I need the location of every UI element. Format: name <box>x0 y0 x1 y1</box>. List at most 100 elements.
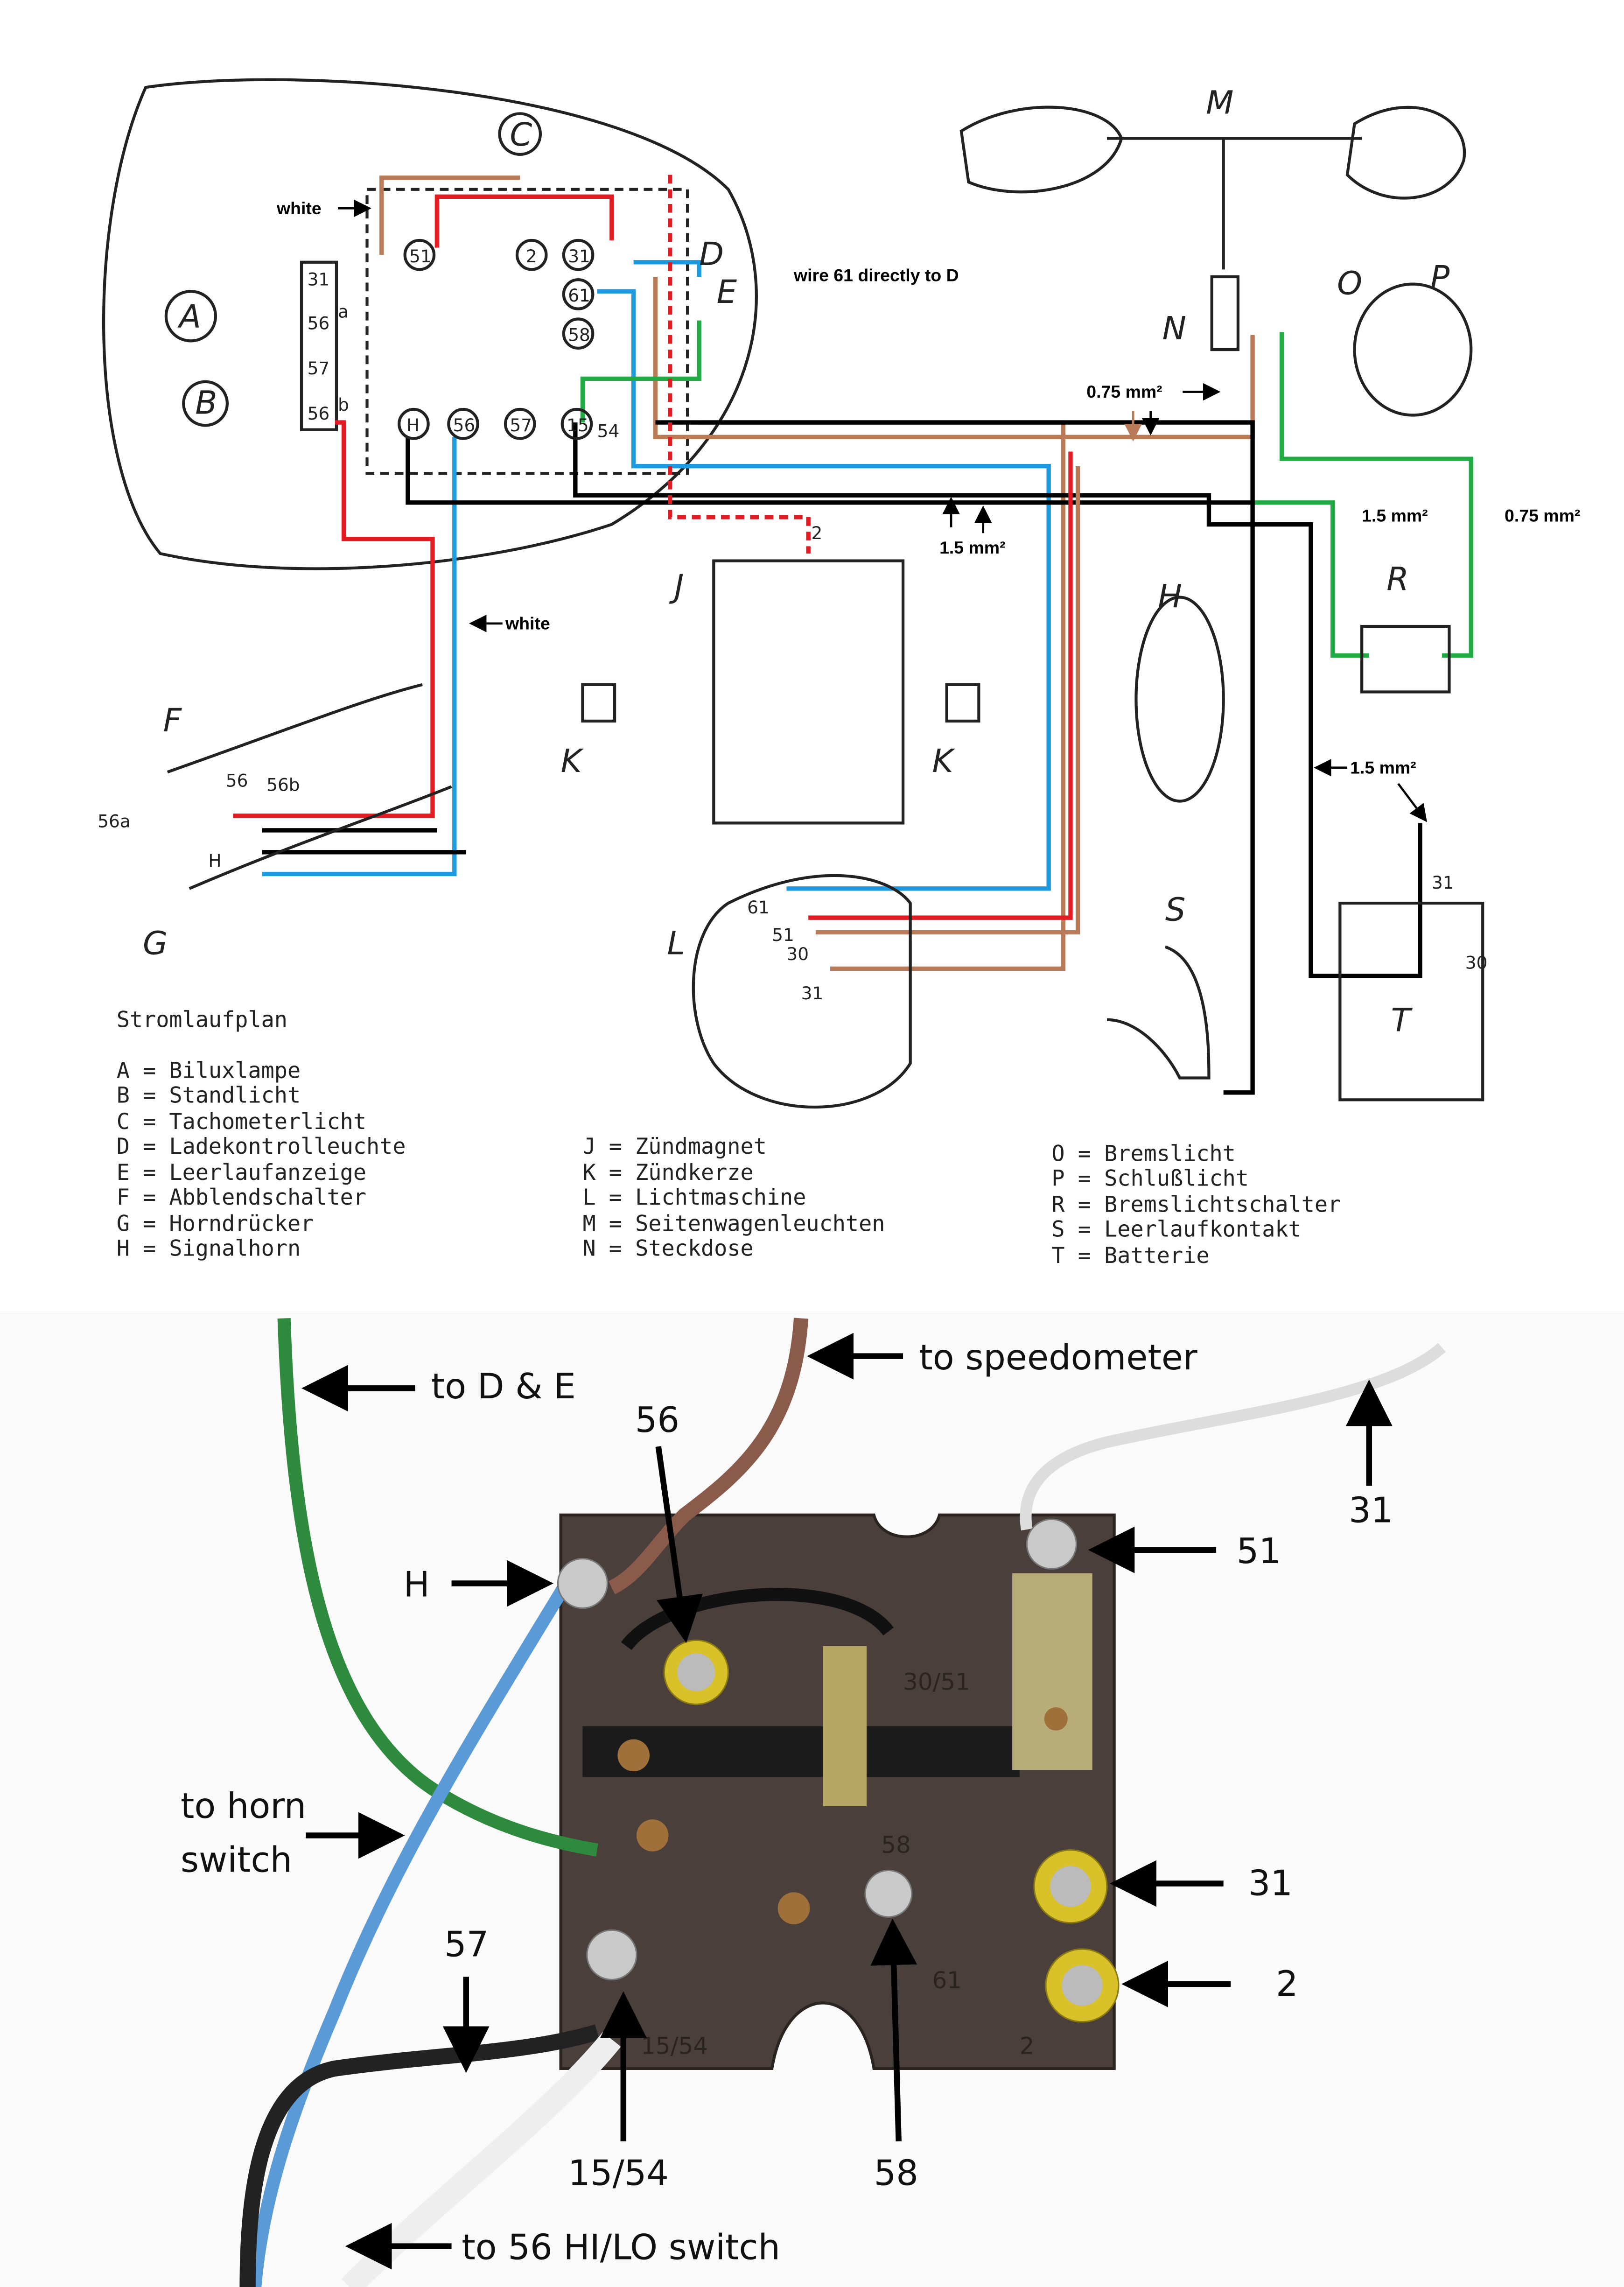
legend-item: F = Abblendschalter <box>117 1185 366 1210</box>
neutral-contact <box>1106 945 1211 1080</box>
legend-item: N = Steckdose <box>582 1236 753 1261</box>
left-block-labels: 31 56 57 56 a b <box>308 269 349 424</box>
terminal-61: 61 <box>568 285 590 306</box>
label-n: N <box>1162 310 1186 347</box>
block-56a: 56 <box>308 313 330 333</box>
photo-callouts: to D & E to speedometer 31 56 H 51 to ho… <box>181 1333 1393 2270</box>
gen-51: 51 <box>772 925 794 945</box>
wiring-diagram: 51 2 31 61 58 H 56 57 15 54 31 56 57 56 … <box>98 78 1580 1269</box>
label-h: H <box>404 1564 430 1605</box>
annotation-15-a: 1.5 mm² <box>939 538 1006 557</box>
screw-terminals <box>557 1518 1120 2023</box>
label-a: A <box>177 298 201 336</box>
misc-terminal-labels: 56 56b 56a H 2 61 51 30 31 31 30 <box>98 523 1487 1003</box>
terminal-15: 15 <box>567 415 589 435</box>
dimmer-switch <box>167 683 452 890</box>
legend-item: O = Bremslicht <box>1051 1141 1235 1166</box>
label-f: F <box>163 702 182 739</box>
battery-30: 30 <box>1465 952 1488 973</box>
terminal-51: 51 <box>409 246 432 267</box>
gen-30: 30 <box>786 944 809 964</box>
spark-plug-right <box>945 683 980 723</box>
label-58: 58 <box>874 2153 918 2194</box>
terminal-h: H <box>406 415 420 435</box>
label-15-54: 15/54 <box>568 2153 669 2194</box>
legend: Stromlaufplan A = Biluxlampe B = Standli… <box>117 1007 1341 1269</box>
plate-markings: 30/51 15/54 61 2 58 <box>641 1668 1034 2059</box>
terminal-54: 54 <box>597 421 620 441</box>
label-t: T <box>1391 1002 1413 1039</box>
label-to-speedometer: to speedometer <box>919 1337 1197 1378</box>
magneto <box>712 559 905 825</box>
block-56b: 56 <box>308 403 330 424</box>
brass-clip <box>823 1646 867 1807</box>
legend-item: H = Signalhorn <box>117 1236 301 1261</box>
dimmer-56b: 56b <box>266 775 300 795</box>
legend-item: T = Batterie <box>1051 1243 1209 1269</box>
annotation-15-b: 1.5 mm² <box>1362 505 1428 525</box>
tail-lamp <box>1353 282 1473 417</box>
label-j: J <box>669 568 684 605</box>
annotation-wire61: wire 61 directly to D <box>793 265 959 285</box>
block-31: 31 <box>308 269 330 290</box>
legend-item: P = Schlußlicht <box>1051 1166 1249 1192</box>
switch-terminals: 51 2 31 61 58 H 56 57 15 54 <box>398 239 620 441</box>
legend-title: Stromlaufplan <box>117 1007 287 1032</box>
label-k-left: K <box>561 743 584 780</box>
legend-item: E = Leerlaufanzeige <box>117 1160 366 1186</box>
label-e: E <box>717 274 737 311</box>
label-to-56-hilo-switch: to 56 HI/LO switch <box>462 2227 780 2268</box>
terminal-58: 58 <box>568 324 590 345</box>
component-letters: A B C D E F G H J K K L M N O P R S T <box>143 84 1450 1039</box>
legend-item: J = Zündmagnet <box>582 1134 766 1159</box>
blue-wire <box>248 1577 574 2287</box>
plate-mark-2: 2 <box>1020 2033 1035 2060</box>
terminal-31: 31 <box>568 246 590 267</box>
signal-horn <box>1134 596 1225 803</box>
dimmer-56: 56 <box>226 770 248 791</box>
legend-item: B = Standlicht <box>117 1083 301 1108</box>
legend-item: K = Zündkerze <box>582 1160 753 1186</box>
lamp-c <box>498 112 542 156</box>
black-loop-wire <box>621 1588 894 1650</box>
label-56: 56 <box>635 1399 679 1440</box>
plate-mark-1554: 15/54 <box>641 2033 708 2060</box>
plate-mark-58: 58 <box>881 1831 911 1859</box>
switch-photo: 30/51 15/54 61 2 58 to D & E to speedome… <box>0 1311 1624 2287</box>
dimmer-56a: 56a <box>98 811 131 832</box>
legend-item: R = Bremslichtschalter <box>1051 1193 1341 1218</box>
magneto-2: 2 <box>811 523 822 543</box>
label-r: R <box>1386 561 1409 598</box>
switch-box <box>365 188 689 475</box>
label-o: O <box>1337 265 1362 302</box>
bridge-bar <box>582 1726 1020 1777</box>
legend-item: L = Lichtmaschine <box>582 1185 806 1210</box>
label-to-horn-switch-1: to horn <box>181 1785 306 1826</box>
battery-31: 31 <box>1432 872 1454 893</box>
annotation-white-top: white <box>276 198 322 218</box>
label-51: 51 <box>1237 1530 1281 1571</box>
socket-n <box>1210 275 1240 351</box>
headlamp-housing-outline <box>102 78 758 570</box>
lamp-b <box>182 380 229 427</box>
block-sub-b: b <box>338 394 349 415</box>
block-57: 57 <box>308 358 330 379</box>
green-wire <box>277 1318 598 1857</box>
annotation-15-c: 1.5 mm² <box>1350 758 1416 777</box>
generator <box>692 874 912 1109</box>
legend-item: A = Biluxlampe <box>117 1059 301 1084</box>
legend-item: C = Tachometerlicht <box>117 1109 366 1135</box>
left-terminal-block <box>300 260 338 431</box>
wire-bundle <box>233 175 1473 1095</box>
terminal-56: 56 <box>453 415 476 435</box>
legend-item: D = Ladekontrolleuchte <box>117 1134 406 1159</box>
label-c: C <box>510 116 532 154</box>
annotation-white-mid: white <box>505 613 550 633</box>
gen-61: 61 <box>747 897 770 918</box>
legend-item: G = Horndrücker <box>117 1211 314 1236</box>
plate-mark-61: 61 <box>932 1967 962 1994</box>
label-31-top: 31 <box>1349 1489 1393 1530</box>
annotation-075-a: 0.75 mm² <box>1086 382 1162 401</box>
lamp-a <box>164 290 217 343</box>
